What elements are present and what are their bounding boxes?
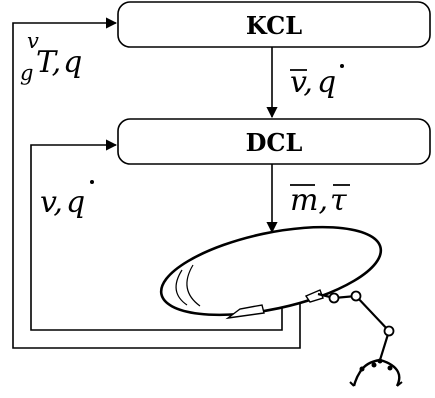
svg-text:T,q: T,q — [36, 45, 82, 80]
robot-gripper — [349, 358, 403, 387]
dcl-to-robot-signal: m,τ — [290, 183, 350, 218]
kcl-to-dcl-signal: v,q — [290, 64, 344, 100]
robot-arm-links — [317, 292, 391, 361]
svg-text:m,τ: m,τ — [290, 183, 347, 218]
airship-arm-mount — [304, 289, 324, 303]
robot-arm-joint — [383, 325, 395, 337]
dcl-block: DCL — [117, 118, 431, 165]
robot-arm-joint — [350, 290, 362, 302]
robot-arm-joint — [328, 292, 340, 304]
airship-illustration — [159, 225, 403, 387]
velocity-feedback-signal: v,q — [40, 180, 94, 220]
airship-nose-line — [175, 269, 188, 306]
svg-text:v,q: v,q — [290, 65, 336, 100]
pose-feedback-line — [12, 17, 301, 349]
airship-gondola — [225, 304, 265, 320]
svg-text:g: g — [20, 61, 33, 85]
dcl-label: DCL — [246, 128, 303, 157]
airship-nose-line-2 — [186, 264, 201, 307]
kcl-block: KCL — [117, 1, 431, 48]
kcl-label: KCL — [246, 11, 302, 40]
airship-hull — [159, 225, 383, 317]
velocity-feedback-line — [30, 139, 283, 331]
svg-text:v,q: v,q — [40, 185, 85, 220]
svg-text:v: v — [27, 29, 39, 53]
pose-feedback-signal: v g T,q — [20, 29, 82, 85]
